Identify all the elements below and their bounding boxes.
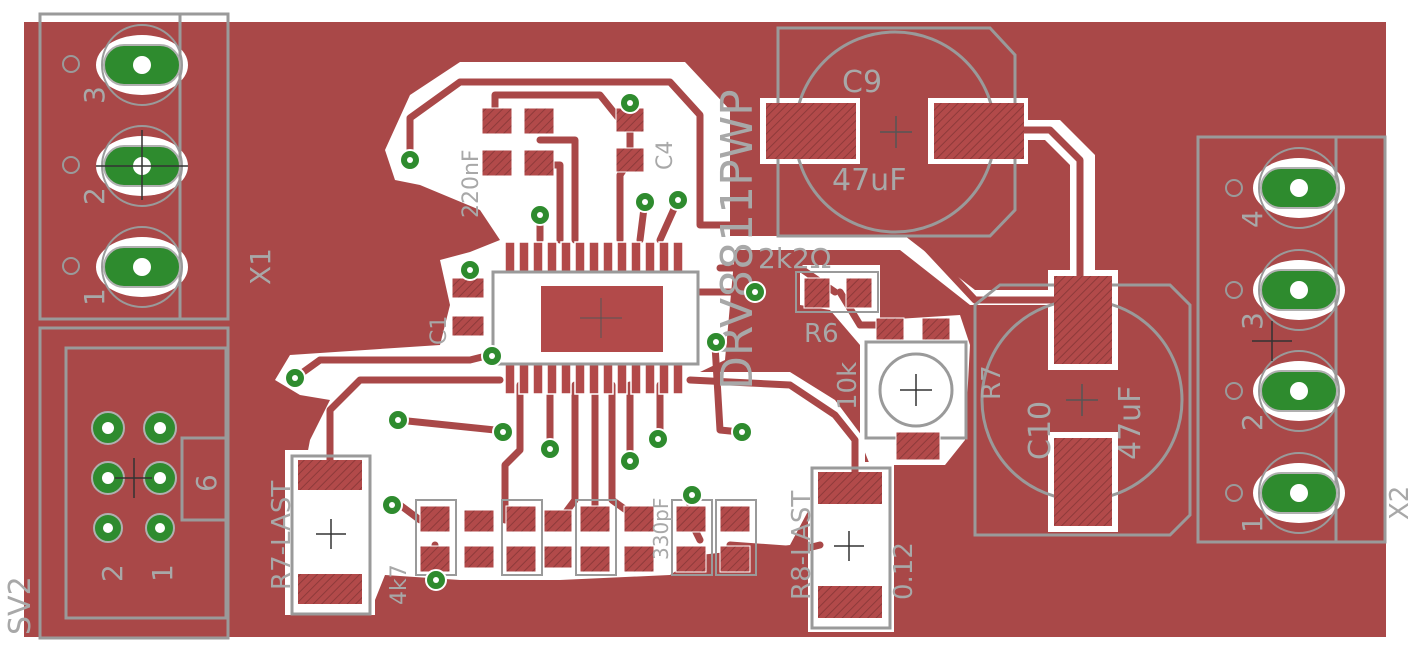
x1-pin2-label: 2 (78, 187, 111, 205)
sv2-pin6-label: 6 (190, 474, 223, 492)
cap-330pf-label: 330pF (649, 498, 673, 560)
sv2-name-label: SV2 (3, 576, 38, 635)
capacitor-c9[interactable]: C9 47uF (766, 26, 1024, 238)
resistor-2k2[interactable]: 2k2Ω (758, 242, 879, 313)
c9-pad-right (934, 103, 1024, 159)
via-holes (292, 100, 758, 583)
x2-pin1-label: 1 (1236, 515, 1269, 533)
ic-bottom-pins (504, 361, 684, 395)
sv2-pin1-label: 1 (146, 564, 179, 582)
cap-c1-label: C1 (427, 316, 452, 345)
r8-last-label: R8-LAST (787, 491, 817, 600)
r7-last-label: R7-LAST (267, 481, 297, 590)
x1-pin1-label: 1 (78, 288, 111, 306)
ic-thermal-pad (539, 284, 665, 354)
smd-caps-top[interactable]: 220nF C4 (459, 107, 678, 218)
r6-name-label: R6 (804, 319, 839, 349)
ic-outline (491, 270, 700, 366)
connector-x1[interactable]: 3 2 1 X1 (38, 12, 277, 321)
res-4k7-label: 4k7 (387, 564, 412, 605)
traces (291, 78, 1084, 584)
x1-pin3-label: 3 (78, 86, 111, 104)
resistor-r7-last[interactable]: R7-LAST (267, 454, 372, 616)
cap-c4-label: C4 (653, 141, 678, 170)
x2-name-label: X2 (1385, 486, 1411, 520)
smd-row-bottom[interactable]: 4k7 330pF (387, 498, 757, 605)
ic-top-pins (504, 241, 684, 275)
x1-name-label: X1 (244, 248, 277, 285)
resistor-r8-last[interactable]: R8-LAST 0.12 (787, 466, 919, 630)
x2-pin4-label: 4 (1236, 210, 1269, 228)
c10-value-label: 47uF (1113, 386, 1148, 460)
trimpot-r6[interactable]: R6 10k R7 (804, 317, 1007, 461)
cap-220nf-label: 220nF (459, 149, 484, 218)
header-sv2[interactable]: 6 2 1 SV2 (3, 326, 230, 640)
sv2-pin2-label: 2 (96, 564, 129, 582)
r8-value-label: 0.12 (889, 542, 919, 600)
c10-pad-top (1054, 276, 1112, 364)
connector-x2[interactable]: 4 3 2 1 X2 (1196, 135, 1411, 544)
c9-pad-left (766, 103, 856, 159)
x2-pin3-label: 3 (1236, 312, 1269, 330)
cap-c1[interactable]: C1 (427, 277, 485, 345)
c10-pad-bottom (1054, 438, 1112, 526)
c10-name-label: C10 (1023, 401, 1058, 460)
c9-name-label: C9 (842, 65, 882, 100)
c9-value-label: 47uF (832, 163, 906, 198)
r6-value-label: 10k (833, 362, 863, 410)
x2-pin2-label: 2 (1236, 413, 1269, 431)
resistor-2k2-label: 2k2Ω (758, 242, 831, 275)
r7-name-label: R7 (977, 365, 1007, 400)
capacitor-c10[interactable]: C10 47uF (973, 276, 1192, 537)
